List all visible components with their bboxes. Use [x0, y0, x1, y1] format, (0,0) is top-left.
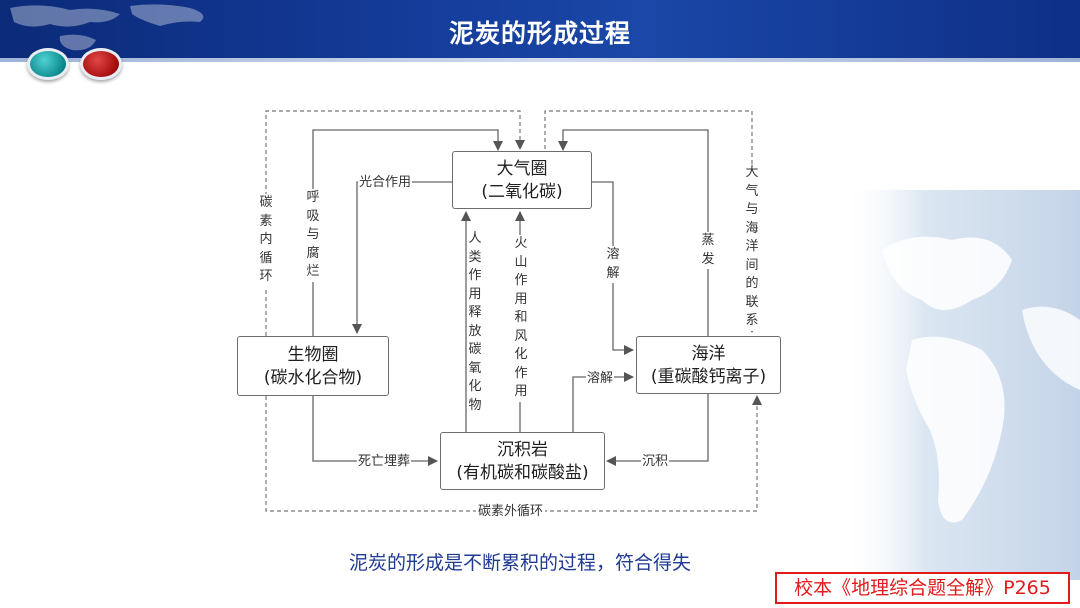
title-bar — [0, 0, 1080, 62]
node-biosphere-subtitle: (碳水化合物) — [263, 368, 363, 388]
label-human-release: 人类作用释放碳氧化物 — [468, 231, 482, 413]
label-carbon-outer-cycle: 碳素外循环 — [476, 504, 546, 519]
edge-sedimentation — [606, 394, 709, 466]
label-dissolve-air: 溶解 — [605, 246, 621, 283]
label-sedimentation: 沉积 — [641, 454, 670, 469]
label-photosynthesis: 光合作用 — [358, 175, 413, 190]
node-sediment-title: 沉积岩 — [497, 440, 548, 460]
slide-caption: 泥炭的形成是不断累积的过程，符合得失 — [348, 552, 691, 574]
slide-title: 泥炭的形成过程 — [448, 19, 631, 48]
node-biosphere-title: 生物圈 — [287, 345, 339, 365]
source-reference: 校本《地理综合题全解》P265 — [775, 572, 1070, 604]
node-sediment-subtitle: (有机碳和碳酸盐) — [456, 463, 589, 483]
label-evaporate: 蒸发 — [700, 232, 716, 269]
node-ocean-subtitle: (重碳酸钙离子) — [650, 367, 767, 387]
node-atmosphere-title: 大气圈 — [496, 159, 548, 179]
world-map-decoration — [10, 4, 204, 51]
teal-dot-icon — [27, 48, 69, 80]
edge-air-ocean-link — [544, 110, 757, 333]
label-air-ocean-link: 大气与海洋间的联系 — [744, 164, 760, 331]
node-atmosphere-subtitle: (二氧化碳) — [481, 182, 563, 202]
globe-map-background — [842, 190, 1080, 580]
node-ocean-title: 海洋 — [691, 344, 726, 364]
node-atmosphere: 大气圈 (二氧化碳) — [452, 151, 592, 209]
edge-death-burial — [312, 396, 438, 466]
node-ocean: 海洋 (重碳酸钙离子) — [636, 336, 781, 394]
label-carbon-inner-cycle: 碳素内循环 — [258, 194, 274, 287]
node-sediment: 沉积岩 (有机碳和碳酸盐) — [440, 432, 605, 490]
label-death-burial: 死亡埋葬 — [357, 454, 412, 469]
red-dot-icon — [80, 48, 122, 80]
node-biosphere: 生物圈 (碳水化合物) — [237, 336, 389, 396]
label-respiration: 呼吸与腐烂 — [305, 189, 321, 282]
edge-photosynthesis — [352, 181, 452, 334]
label-volcano-weathering: 火山作用和风化作用 — [513, 235, 529, 402]
label-dissolve-rock: 溶解 — [586, 371, 615, 386]
title-bar-underline — [0, 58, 1080, 62]
